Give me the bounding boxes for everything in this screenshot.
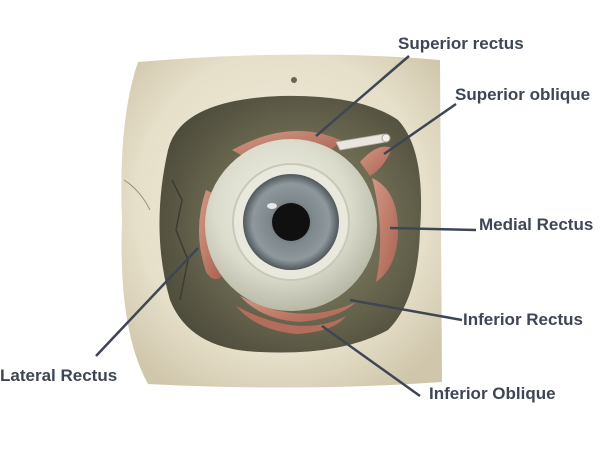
- corneal-highlight: [267, 203, 277, 209]
- label-inferior-rectus: Inferior Rectus: [463, 310, 583, 330]
- label-lateral-rectus: Lateral Rectus: [0, 366, 117, 386]
- label-medial-rectus: Medial Rectus: [479, 215, 593, 235]
- pupil: [272, 203, 310, 241]
- label-superior-oblique: Superior oblique: [455, 85, 590, 105]
- trochlea: [382, 134, 390, 142]
- label-superior-rectus: Superior rectus: [398, 34, 524, 54]
- bone-foramen: [291, 77, 297, 83]
- label-inferior-oblique: Inferior Oblique: [429, 384, 556, 404]
